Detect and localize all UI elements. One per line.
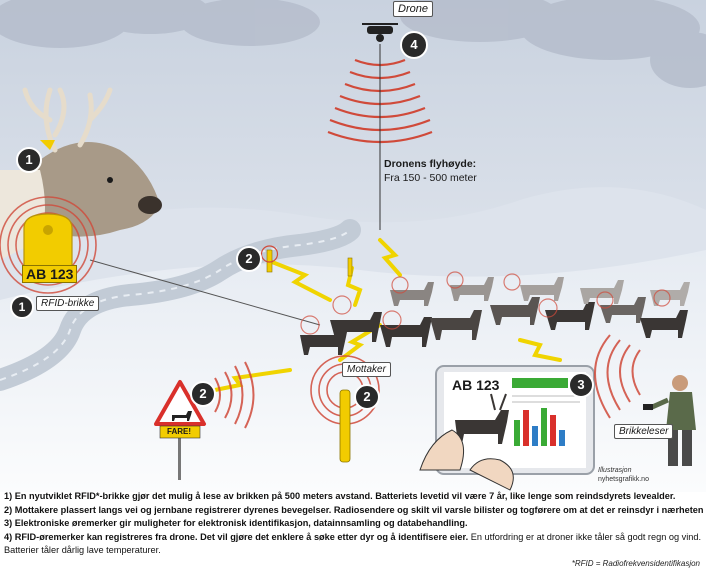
- marker-2-post: 2: [236, 246, 262, 272]
- marker-number: 1: [18, 300, 26, 314]
- marker-number: 3: [577, 377, 585, 392]
- warning-sign-illustration: [154, 361, 255, 480]
- receiver-label: Mottaker: [342, 362, 391, 377]
- note-row: Batterier tåler dårlig lave temperaturer…: [4, 544, 704, 558]
- marker-number: 2: [363, 389, 371, 404]
- warning-sign-text: FARE!: [167, 427, 191, 436]
- credit-line-1: Illustrasjon: [598, 467, 632, 474]
- flight-height-title: Dronens flyhøyde:: [384, 158, 477, 170]
- marker-number: 2: [245, 251, 253, 266]
- note-row: 1) En nyutviklet RFID*-brikke gjør det m…: [4, 490, 704, 504]
- tag-id-text: AB 123: [22, 265, 78, 283]
- marker-1-tag: 1: [10, 295, 34, 319]
- tag-pointer: [89, 259, 321, 326]
- note-bold: 4) RFID-øremerker kan registreres fra dr…: [4, 531, 469, 542]
- drone-label: Drone: [393, 1, 433, 17]
- marker-4-drone: 4: [400, 31, 428, 59]
- signal-links: [203, 238, 562, 394]
- drone-icon: [362, 23, 398, 42]
- reader-label: Brikkeleser: [614, 424, 674, 439]
- marker-1-head: 1: [16, 147, 42, 173]
- marker-number: 2: [199, 386, 207, 401]
- note-row: 3) Elektroniske øremerker gir muligheter…: [4, 517, 704, 531]
- note-bold: 1) En nyutviklet RFID*-brikke gjør det m…: [4, 491, 676, 501]
- receiver-post-1: [260, 245, 279, 273]
- marker-3-tablet: 3: [568, 372, 594, 398]
- marker-number: 1: [25, 152, 33, 167]
- numbered-notes: 1) En nyutviklet RFID*-brikke gjør det m…: [4, 490, 704, 558]
- tablet-illustration: [419, 365, 595, 491]
- note-text: Batterier tåler dårlig lave temperaturer…: [4, 545, 161, 555]
- reindeer-head-illustration: [0, 87, 162, 260]
- marker-2-receiver: 2: [354, 384, 380, 410]
- illustration-credit: Illustrasjon nyhetsgrafikk.no: [598, 466, 649, 484]
- marker-number: 4: [410, 37, 418, 52]
- reader-signal: [594, 334, 641, 419]
- note-row: 2) Mottakere plassert langs vei og jernb…: [4, 504, 704, 518]
- note-row: 4) RFID-øremerker kan registreres fra dr…: [4, 531, 704, 545]
- note-bold: 3) Elektroniske øremerker gir muligheter…: [4, 518, 468, 528]
- scene-illustration: [0, 0, 706, 492]
- rfid-tag-label: RFID-brikke: [36, 296, 100, 311]
- note-text: En utfordring er at droner ikke tåler så…: [468, 531, 702, 542]
- person-with-reader: [643, 375, 696, 466]
- credit-line-2: nyhetsgrafikk.no: [598, 476, 649, 483]
- clouds: [0, 0, 706, 88]
- flight-height-range: Fra 150 - 500 meter: [384, 172, 477, 184]
- reindeer-herd: [300, 277, 690, 355]
- note-bold: 2) Mottakere plassert langs vei og jernb…: [4, 504, 704, 515]
- receiver-post-2: [347, 257, 353, 277]
- herd-tag-signals: [300, 271, 671, 335]
- tablet-tag-id: AB 123: [452, 377, 500, 393]
- rfid-footnote: *RFID = Radiofrekvensidentifikasjon: [571, 559, 700, 568]
- marker-2-sign: 2: [190, 381, 216, 407]
